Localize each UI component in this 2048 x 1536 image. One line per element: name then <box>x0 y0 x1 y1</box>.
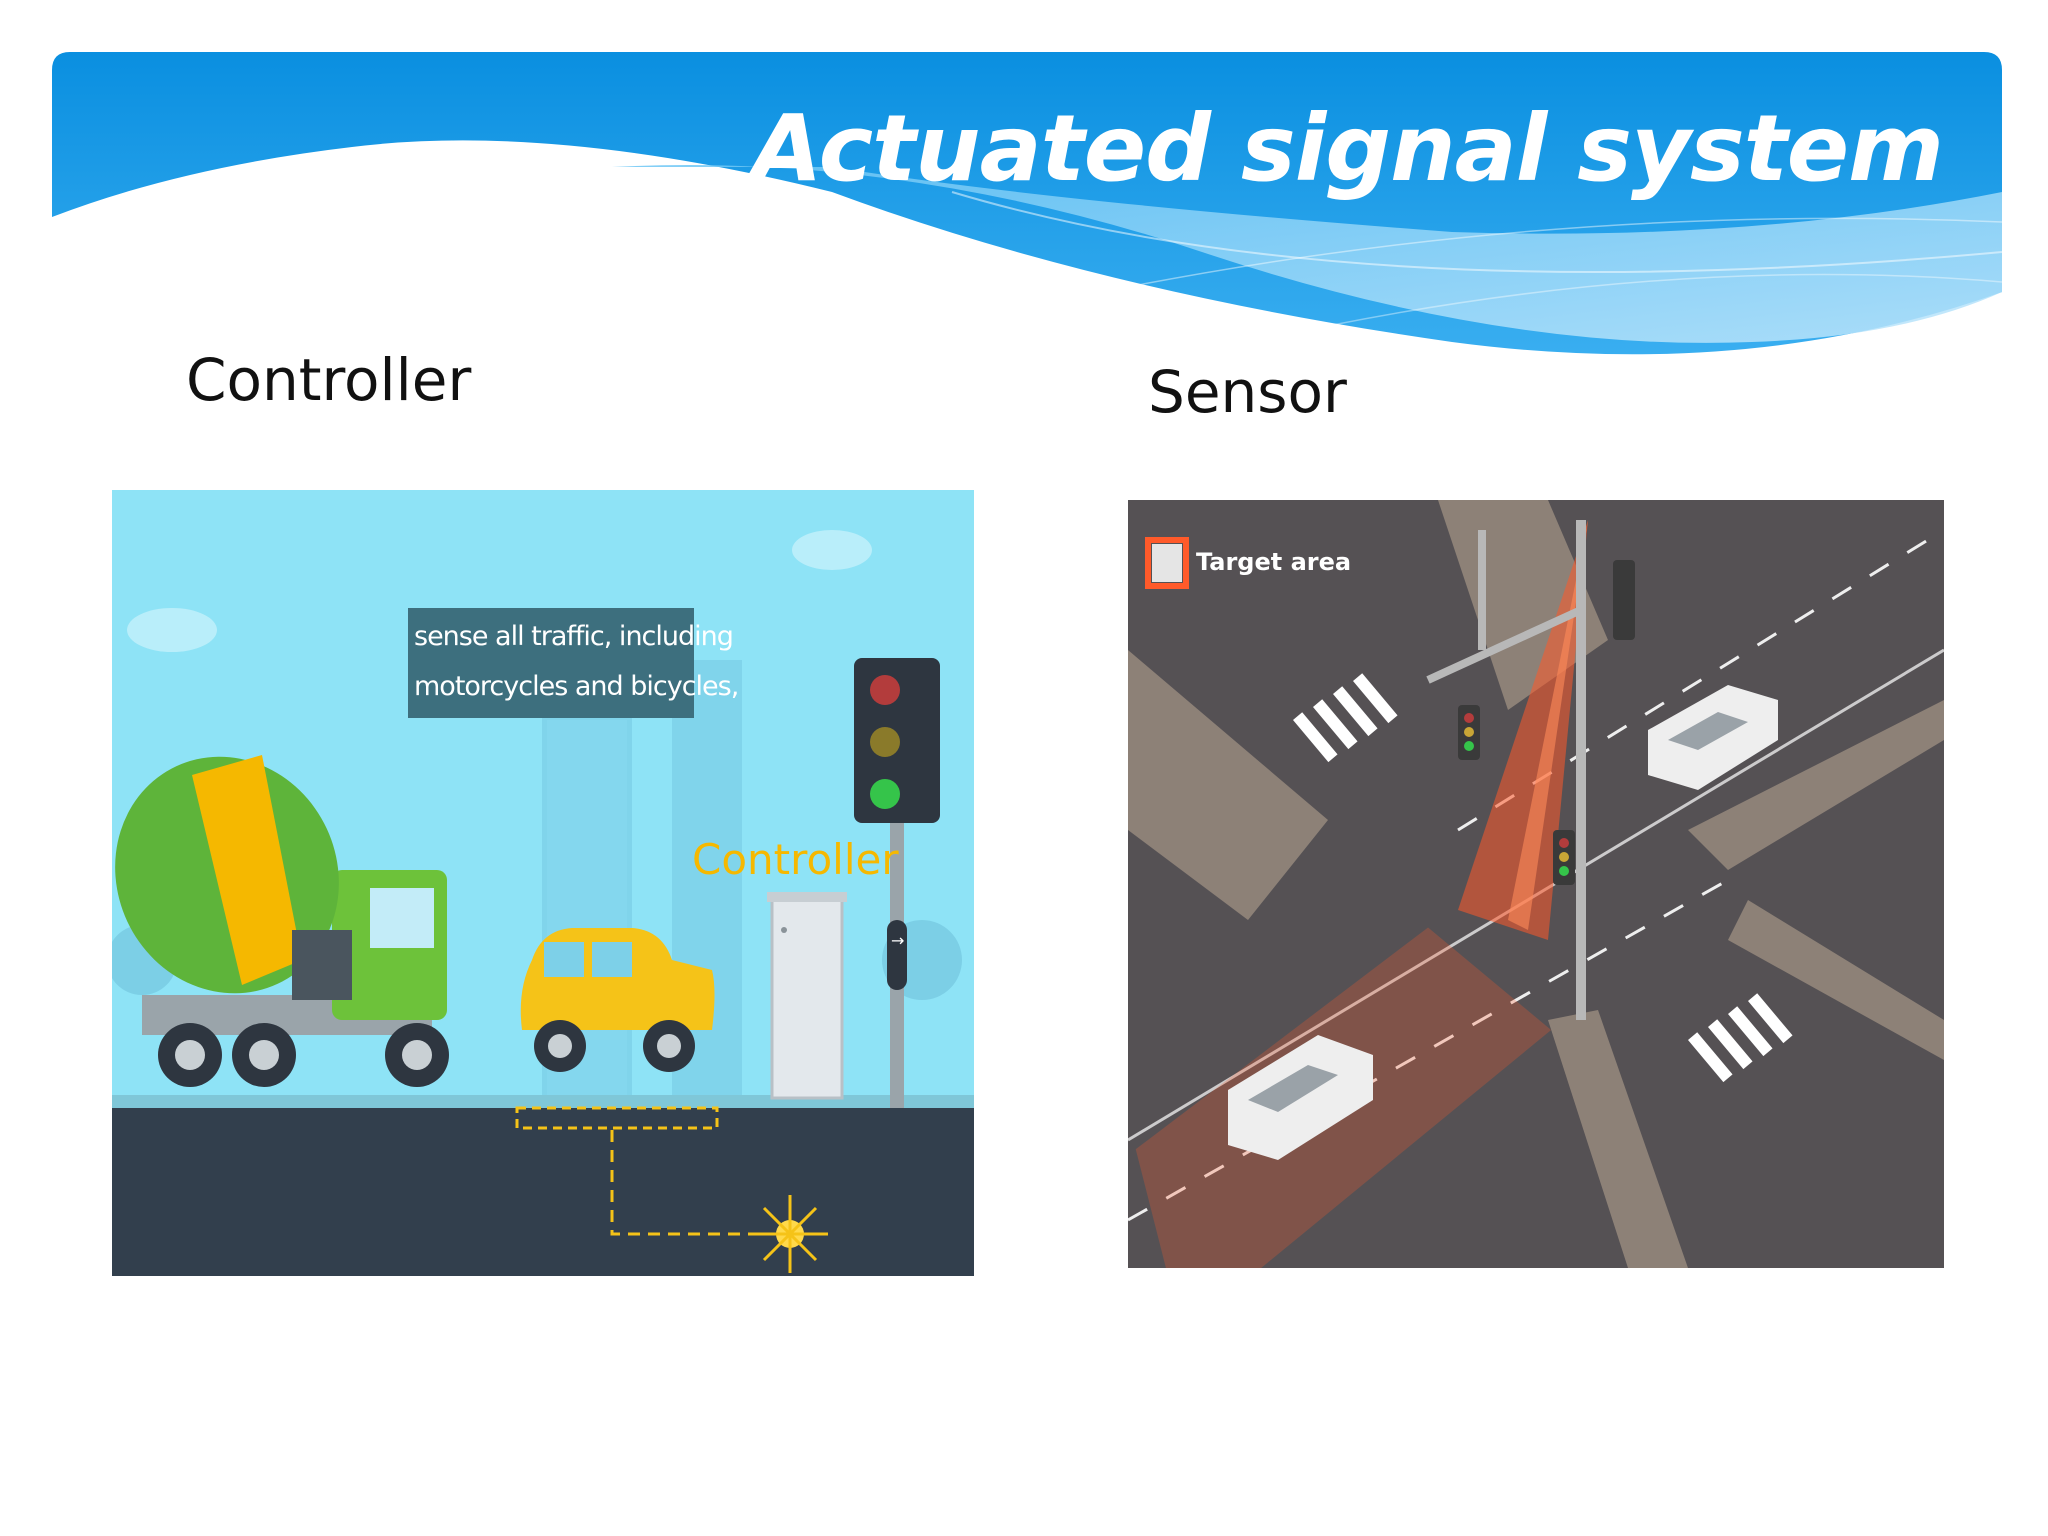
header-banner <box>52 52 2002 355</box>
traffic-light: → <box>854 658 940 1108</box>
controller-heading: Controller <box>186 346 472 414</box>
mixer-truck <box>115 755 449 1087</box>
caption-box: sense all traffic, including motorcycles… <box>408 608 739 718</box>
car-top <box>1648 685 1778 790</box>
slide-title: Actuated signal system <box>751 95 1944 202</box>
svg-text:→: → <box>891 931 904 950</box>
sensor-heading: Sensor <box>1148 358 1347 426</box>
sensor-spark-icon <box>752 1195 828 1273</box>
controller-cabinet <box>767 892 847 1100</box>
caption-line-1: sense all traffic, including <box>414 621 734 652</box>
target-area-label: Target area <box>1196 548 1352 576</box>
controller-overlay-label: Controller <box>692 835 899 884</box>
car-bottom <box>1228 1035 1373 1160</box>
sensor-illustration: Target area <box>1128 500 1944 1268</box>
caption-line-2: motorcycles and bicycles, <box>414 671 739 702</box>
controller-illustration: → sense all traffic, including motorcycl… <box>112 490 974 1276</box>
yellow-car <box>520 928 715 1072</box>
